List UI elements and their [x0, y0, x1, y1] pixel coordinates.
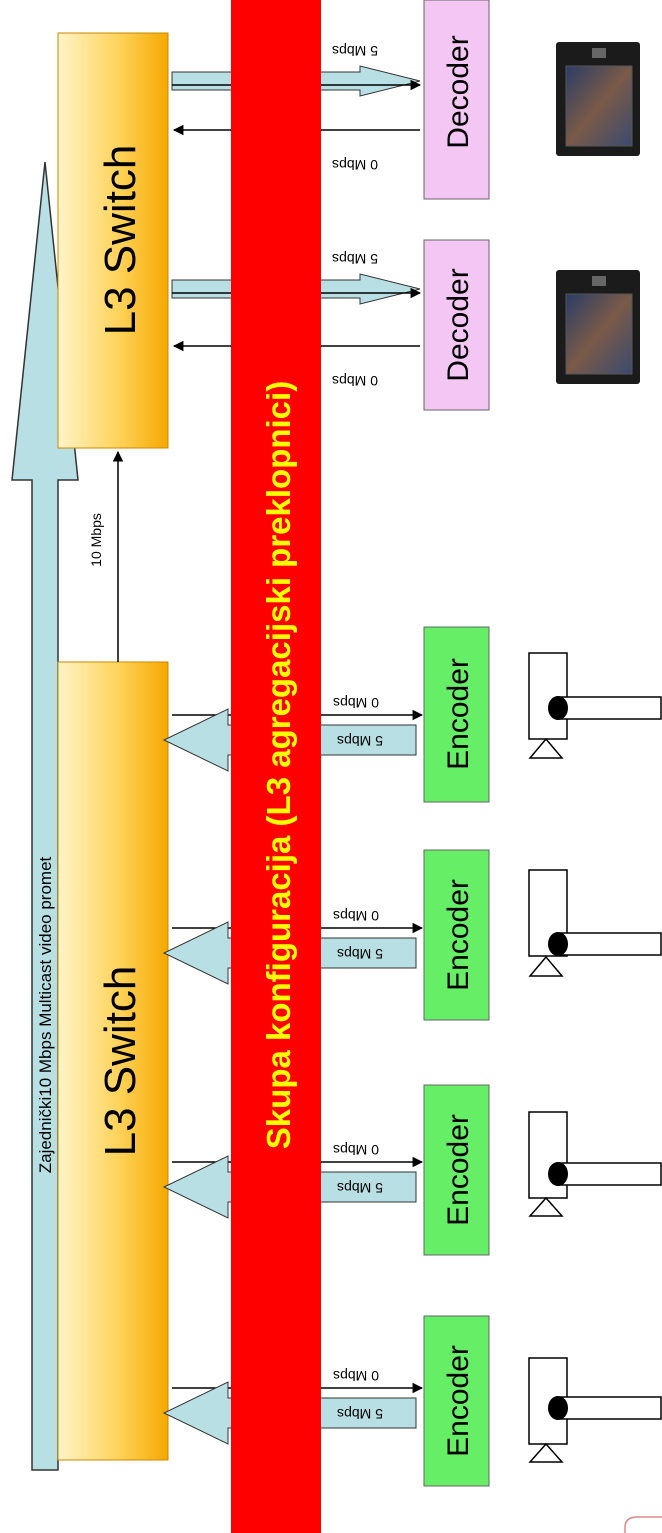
encoder-1-rate-in: 5 Mbps: [337, 733, 383, 749]
decoder-1-rate-out: 0 Mbps: [332, 157, 378, 173]
decoder-row-2: 5 Mbps 0 Mbps Decoder: [171, 239, 490, 411]
camera-icon: [528, 1111, 662, 1217]
encoder-3-rate-in: 5 Mbps: [337, 1180, 383, 1196]
encoder-2-rate-out: 0 Mbps: [333, 908, 379, 924]
uplink-label: 10 Mbps: [88, 513, 104, 567]
encoder-4-label: Encoder: [442, 1345, 475, 1457]
encoder-row-2: 0 Mbps 5 Mbps Encoder: [162, 849, 490, 1021]
encoder-4-box: [423, 1315, 490, 1487]
encoder-1-label: Encoder: [442, 658, 475, 770]
l3-switch-top: L3 Switch: [57, 32, 169, 449]
encoder-3-box: [423, 1084, 490, 1256]
decoder-1-box: [423, 0, 490, 200]
multicast-label: Zajednički10 Mbps Multicast video promet: [36, 856, 55, 1173]
l3-switch-bottom-label: L3 Switch: [96, 966, 145, 1157]
camera-icon: [528, 652, 662, 759]
encoder-3-rate-out: 0 Mbps: [333, 1142, 379, 1158]
title-banner: Skupa konfiguracija (L3 agregacijski pre…: [231, 0, 321, 1533]
encoder-row-4: 0 Mbps 5 Mbps Encoder: [162, 1315, 490, 1487]
decoder-1-label: Decoder: [442, 35, 475, 148]
camera-icon: [528, 1357, 662, 1463]
decoder-2-box: [423, 239, 490, 411]
l3-switch-top-label: L3 Switch: [96, 145, 145, 336]
camera-icon: [528, 869, 662, 977]
banner-title: Skupa konfiguracija (L3 agregacijski pre…: [260, 381, 297, 1149]
monitor-icon: [556, 42, 640, 156]
decoder-1-rate-in: 5 Mbps: [332, 43, 378, 59]
encoder-4-rate-in: 5 Mbps: [337, 1406, 383, 1422]
decoder-2-rate-out: 0 Mbps: [332, 373, 378, 389]
encoder-2-rate-in: 5 Mbps: [337, 946, 383, 962]
l3-switch-bottom: L3 Switch: [57, 661, 169, 1461]
encoder-3-label: Encoder: [442, 1114, 475, 1226]
decoder-2-rate-in: 5 Mbps: [332, 251, 378, 267]
encoder-4-rate-out: 0 Mbps: [333, 1368, 379, 1384]
uplink-10mbps: 10 Mbps: [88, 450, 124, 662]
corner-decoration: [624, 1516, 662, 1533]
encoder-row-1: 0 Mbps 5 Mbps Encoder: [162, 626, 490, 803]
encoder-1-rate-out: 0 Mbps: [333, 695, 379, 711]
encoder-1-box: [423, 626, 490, 803]
monitor-icon: [556, 270, 640, 384]
encoder-2-label: Encoder: [442, 879, 475, 991]
encoder-2-box: [423, 849, 490, 1021]
decoder-row-1: 5 Mbps 0 Mbps Decoder: [171, 0, 490, 200]
decoder-2-label: Decoder: [442, 268, 475, 381]
encoder-row-3: 0 Mbps 5 Mbps Encoder: [162, 1084, 490, 1256]
